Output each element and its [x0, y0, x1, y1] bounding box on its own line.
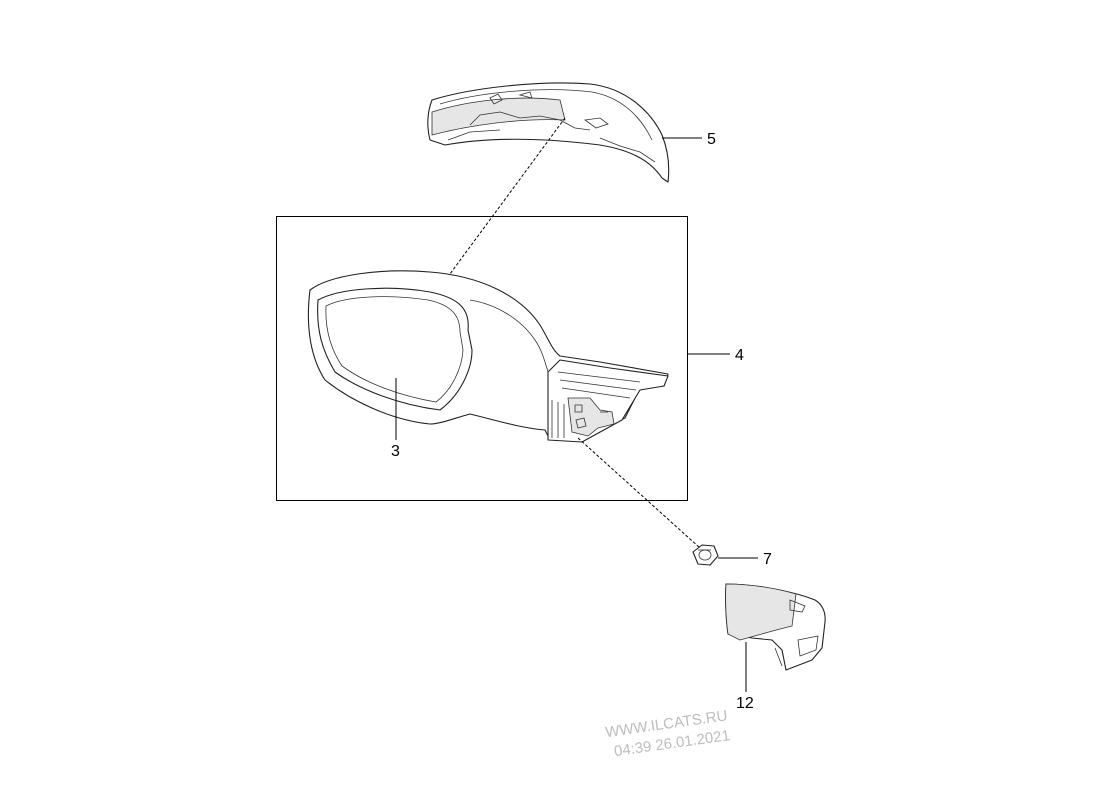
assembly-line-cover [446, 117, 566, 279]
callout-5[interactable]: 5 [707, 131, 716, 148]
callout-4[interactable]: 4 [735, 347, 744, 364]
callout-3[interactable]: 3 [391, 443, 400, 460]
assembly-line-nut [577, 437, 701, 549]
lower-cover-part[interactable] [725, 583, 826, 671]
assembly-frame [276, 216, 688, 501]
mirror-base-part[interactable] [547, 359, 669, 443]
callout-7[interactable]: 7 [763, 551, 772, 568]
callout-12[interactable]: 12 [736, 695, 754, 712]
nut-part[interactable] [692, 544, 719, 566]
mirror-cover-part[interactable] [427, 82, 670, 183]
watermark: WWW.ILCATS.RU 04:39 26.01.2021 [604, 707, 731, 760]
